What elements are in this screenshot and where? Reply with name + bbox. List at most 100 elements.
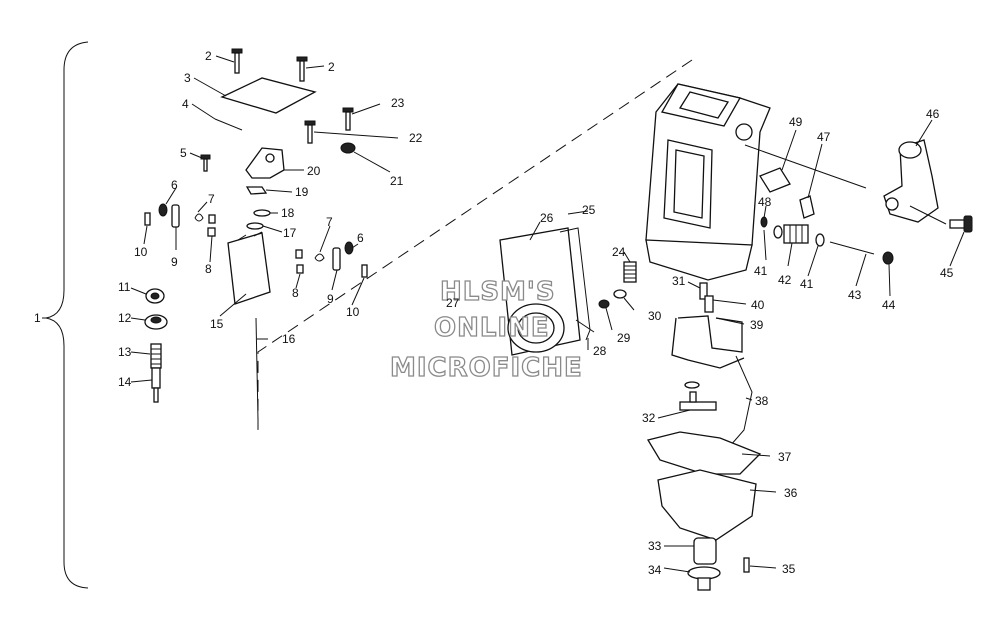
callout-43: 43 xyxy=(848,288,862,302)
callout-41a: 41 xyxy=(754,264,768,278)
callout-34: 34 xyxy=(648,563,662,577)
float-bowl-gasket xyxy=(646,431,762,475)
callout-19: 19 xyxy=(295,185,309,199)
callout-7b: 7 xyxy=(326,215,333,229)
callout-26: 26 xyxy=(540,211,554,225)
spring-24 xyxy=(623,261,637,283)
callout-12: 12 xyxy=(118,311,132,325)
callout-14: 14 xyxy=(118,375,132,389)
throttle-slide xyxy=(227,232,271,305)
part-44 xyxy=(882,251,894,265)
callout-3: 3 xyxy=(184,71,191,85)
part-17 xyxy=(246,222,264,230)
assembly-brace xyxy=(45,41,89,589)
spring-wire-25 xyxy=(559,227,591,341)
part-32 xyxy=(679,381,717,411)
callout-37: 37 xyxy=(778,450,792,464)
callout-15: 15 xyxy=(210,317,224,331)
callout-17: 17 xyxy=(283,226,297,240)
callout-10b: 10 xyxy=(346,305,360,319)
washer-41a xyxy=(773,225,783,239)
callout-9b: 9 xyxy=(327,292,334,306)
callout-38: 38 xyxy=(755,394,769,408)
callout-48: 48 xyxy=(758,195,772,209)
part-13 xyxy=(150,343,162,369)
callout-8b: 8 xyxy=(292,286,299,300)
callout-8a: 8 xyxy=(205,262,212,276)
part-18 xyxy=(253,209,271,217)
callout-7a: 7 xyxy=(208,192,215,206)
watermark-line1: HLSM'S xyxy=(440,277,556,307)
screw-5 xyxy=(200,154,211,172)
float-bowl xyxy=(657,469,757,541)
part-14 xyxy=(151,367,161,403)
callout-20: 20 xyxy=(307,164,321,178)
clip-19 xyxy=(245,186,268,195)
callout-33: 33 xyxy=(648,539,662,553)
callout-42: 42 xyxy=(778,273,792,287)
callout-40: 40 xyxy=(751,298,765,312)
callout-36: 36 xyxy=(784,486,798,500)
washer-48 xyxy=(760,216,768,228)
callout-32: 32 xyxy=(642,411,656,425)
watermark-line2: ONLINE xyxy=(434,313,550,343)
callout-25: 25 xyxy=(582,203,596,217)
callout-22: 22 xyxy=(409,131,423,145)
callout-2b: 2 xyxy=(328,60,335,74)
callout-31: 31 xyxy=(672,274,686,288)
callout-9a: 9 xyxy=(171,255,178,269)
part-33 xyxy=(693,537,717,565)
callout-44: 44 xyxy=(882,298,896,312)
callout-29: 29 xyxy=(617,331,631,345)
part-9b xyxy=(332,247,341,271)
screw-2a xyxy=(231,48,243,74)
callout-28: 28 xyxy=(593,344,607,358)
callout-4: 4 xyxy=(182,97,189,111)
callout-30: 30 xyxy=(648,309,662,323)
spring-42 xyxy=(783,224,809,244)
washer-30 xyxy=(613,289,627,299)
callout-11: 11 xyxy=(118,280,131,294)
callout-41b: 41 xyxy=(800,277,814,291)
carburetor-body xyxy=(645,83,771,281)
callout-49: 49 xyxy=(789,115,803,129)
callout-6a: 6 xyxy=(171,178,178,192)
screw-23 xyxy=(342,107,354,131)
jet-needle xyxy=(255,317,259,421)
callout-39: 39 xyxy=(750,318,764,332)
shaft-43 xyxy=(829,241,875,255)
callout-47: 47 xyxy=(817,130,831,144)
part-6a xyxy=(158,203,168,217)
callout-13: 13 xyxy=(118,345,132,359)
nut-21 xyxy=(340,142,356,154)
callout-2a: 2 xyxy=(205,49,212,63)
pin-28 xyxy=(575,319,595,333)
watermark-line3: MICROFICHE xyxy=(390,353,583,383)
part-7a xyxy=(194,213,204,222)
part-9a xyxy=(171,204,180,228)
screw-45 xyxy=(949,215,973,233)
part-7b xyxy=(314,253,325,262)
part-10a xyxy=(144,212,151,226)
lever-46 xyxy=(883,139,939,223)
part-8a xyxy=(208,214,216,224)
callout-24: 24 xyxy=(612,245,626,259)
part-31 xyxy=(699,282,708,300)
throttle-bracket xyxy=(245,147,285,179)
float-39 xyxy=(671,315,745,369)
callout-1: 1 xyxy=(34,311,41,325)
pipe-49 xyxy=(759,167,791,193)
callout-45: 45 xyxy=(940,266,954,280)
callout-21: 21 xyxy=(390,174,404,188)
callout-10a: 10 xyxy=(134,245,148,259)
screw-2b xyxy=(296,56,308,82)
callout-5: 5 xyxy=(180,146,187,160)
callout-6b: 6 xyxy=(357,231,364,245)
cover-gasket xyxy=(214,118,243,131)
washer-41b xyxy=(815,233,825,247)
cover-plate xyxy=(220,77,317,114)
guide-line xyxy=(744,144,947,225)
screw-35 xyxy=(743,557,750,573)
part-47 xyxy=(799,195,815,219)
part-6b xyxy=(344,241,354,255)
